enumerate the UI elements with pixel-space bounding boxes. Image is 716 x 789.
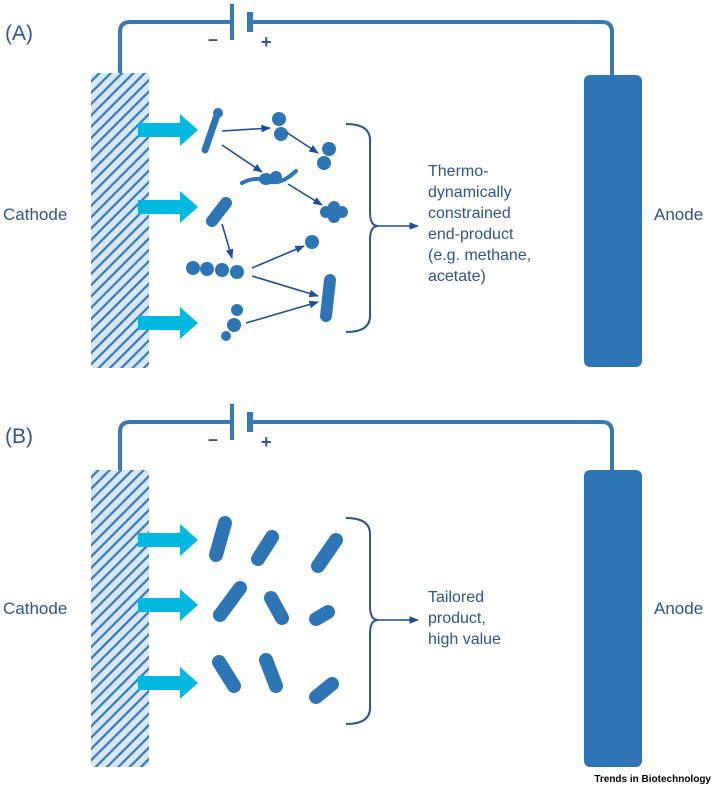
interaction-arrow [221, 124, 271, 133]
panel-a-result: Thermo- dynamically constrained end-prod… [428, 163, 536, 285]
panel-b-cathode-electrode [91, 470, 149, 767]
panel-a-wire [118, 20, 614, 75]
panel-b-electron-arrow-3 [138, 667, 198, 699]
panel-a-anode-electrode [584, 75, 642, 367]
interaction-arrow [221, 144, 263, 173]
panel-a-microbes [186, 108, 348, 341]
panel-b-cathode-label: Cathode [3, 599, 67, 618]
microbe-rod [251, 530, 279, 566]
panel-a-plus-sign: + [261, 32, 272, 52]
microbe-rod [309, 605, 335, 626]
microbe-rod [201, 114, 220, 154]
panel-a-result-line: (e.g. methane, [428, 247, 531, 264]
microbe-rod [213, 581, 247, 622]
panel-a-label: (A) [5, 22, 33, 45]
interaction-arrow [221, 223, 234, 259]
interaction-arrow [251, 245, 305, 269]
interaction-arrow [251, 275, 319, 298]
panel-a-minus-sign: – [208, 29, 218, 49]
microbe-budding [221, 304, 243, 341]
microbe-rod [212, 655, 241, 693]
microbe-rod [264, 591, 289, 625]
microbe-coccus [322, 142, 336, 156]
microbe-rod [209, 516, 232, 562]
panel-b-wire [118, 420, 614, 470]
interaction-arrow [245, 300, 319, 324]
panel-b-minus-sign: – [208, 429, 218, 449]
panel-a-cathode-label: Cathode [3, 205, 67, 224]
microbe-cluster [320, 201, 348, 223]
interaction-arrow [285, 131, 319, 154]
panel-a-result-line: constrained [428, 205, 511, 222]
microbe-chain [186, 261, 244, 279]
microbe-coccus [213, 108, 223, 118]
journal-credit: Trends in Biotechnology [594, 774, 711, 785]
panel-b-label: (B) [5, 425, 33, 448]
panel-b-plus-sign: + [261, 432, 272, 452]
panel-a-result-line: end-product [428, 226, 514, 243]
microbe-rod [206, 197, 232, 227]
panel-a-interaction-arrows [221, 124, 323, 324]
microbe-coccus [305, 235, 319, 249]
microbe-rod [259, 653, 283, 693]
panel-b-result-line: Tailored [428, 589, 484, 606]
panel-b-microbes [209, 516, 343, 704]
microbe-coccus [317, 156, 331, 170]
panel-b-result: Tailored product, high value [428, 589, 501, 648]
microbe-rod [309, 677, 339, 704]
panel-b-result-line: high value [428, 631, 501, 648]
panel-a-electron-arrow-1 [138, 114, 198, 146]
panel-b-electron-arrow-2 [138, 589, 198, 621]
panel-b-anode-label: Anode [654, 599, 703, 618]
microbe-cell [259, 173, 273, 185]
panel-a-result-line: dynamically [428, 184, 512, 201]
panel-b-electron-arrow-1 [138, 524, 198, 556]
panel-b: (B) – + Cathode Anode Tailored produc [3, 404, 703, 767]
microbe-rod [320, 274, 336, 322]
panel-a-result-line: acetate) [428, 268, 486, 285]
microbe-coccus [274, 127, 288, 141]
panel-a-cathode-electrode [91, 73, 149, 368]
panel-b-result-line: product, [428, 610, 486, 627]
panel-a-electron-arrow-2 [138, 191, 198, 223]
panel-a-result-line: Thermo- [428, 163, 488, 180]
interaction-arrow [287, 183, 323, 206]
panel-a-anode-label: Anode [654, 205, 703, 224]
panel-b-anode-electrode [584, 470, 642, 767]
microbe-cell [270, 171, 282, 183]
microbe-coccus [272, 112, 286, 126]
microbe-rod [311, 533, 343, 573]
panel-a-bracket [345, 123, 379, 333]
panel-a: (A) – + Cathode Anode [3, 4, 703, 368]
panel-b-bracket [345, 517, 379, 725]
panel-a-electron-arrow-3 [138, 307, 198, 339]
